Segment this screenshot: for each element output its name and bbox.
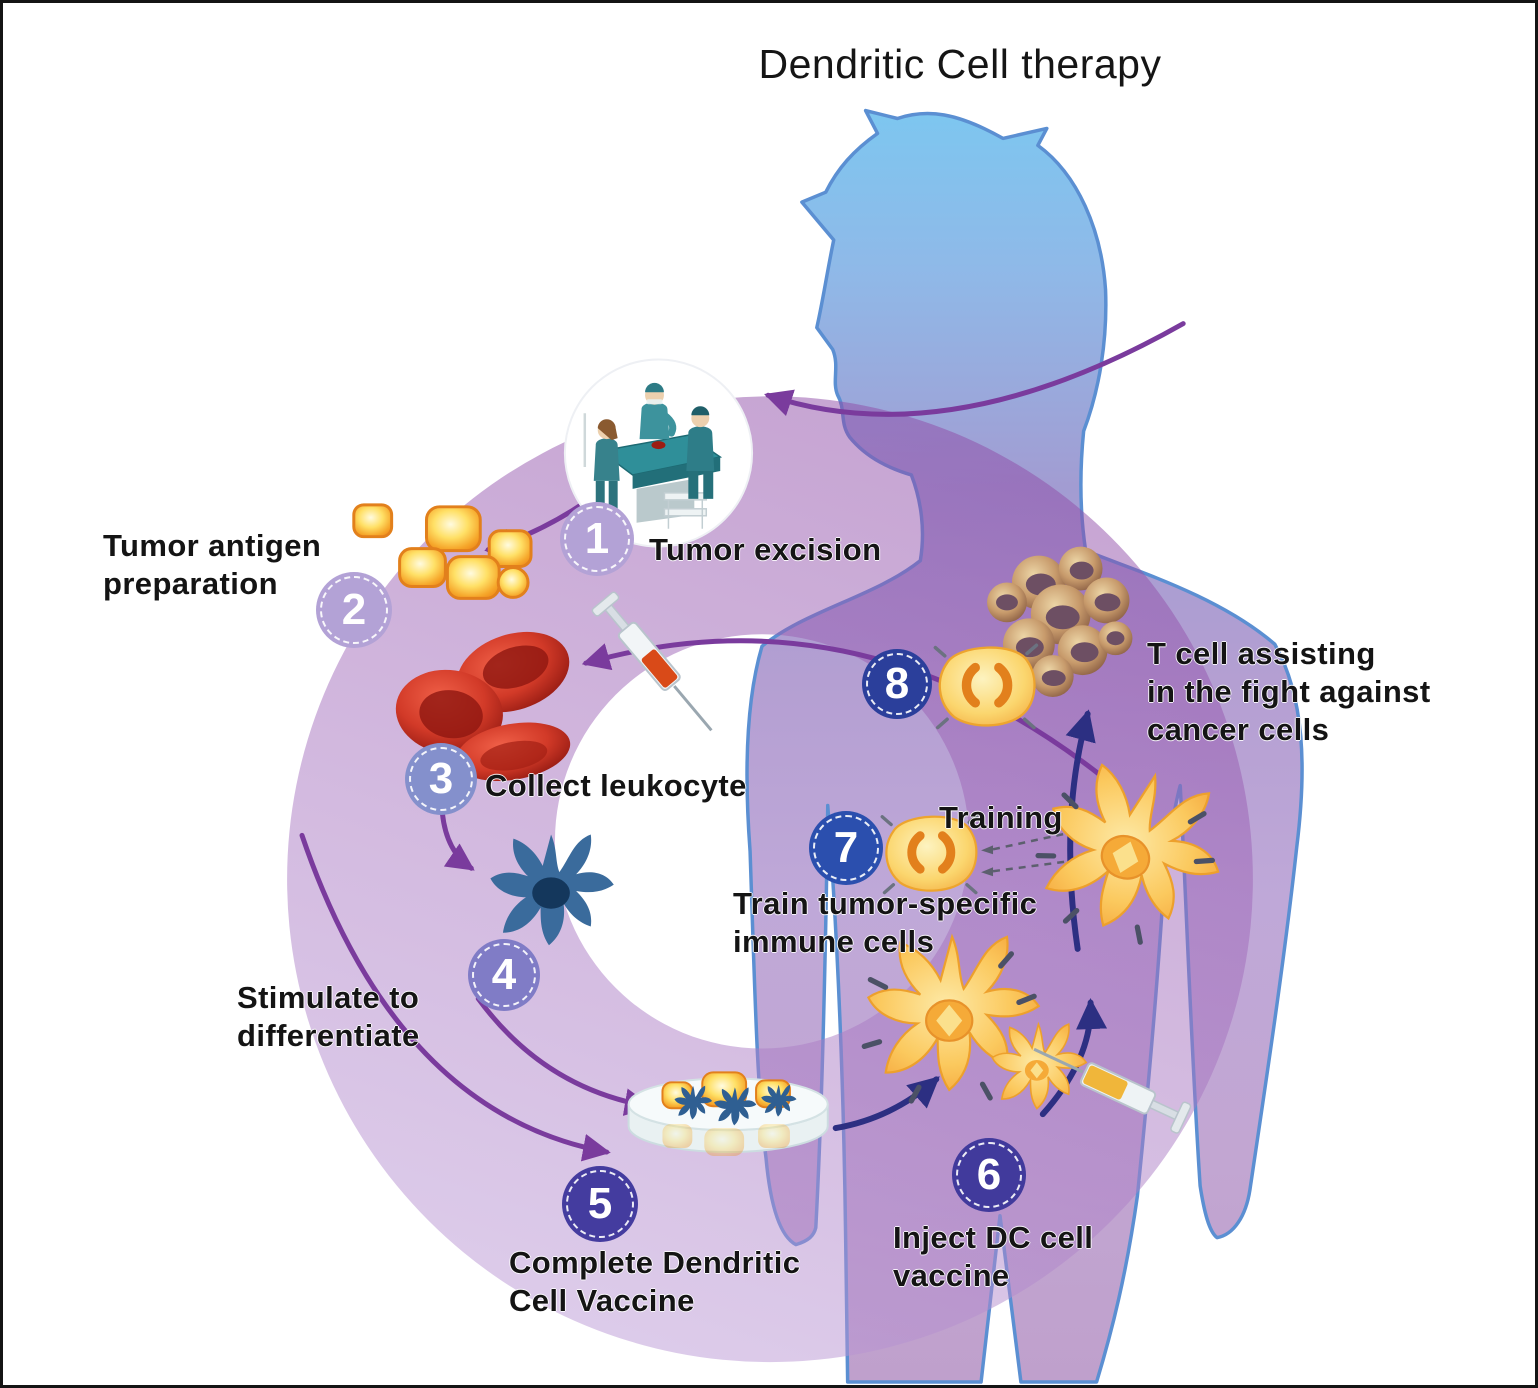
step-5-badge: 5 [562, 1166, 638, 1242]
step-2-badge: 2 [316, 572, 392, 648]
cancer-cell [1058, 546, 1103, 591]
training-line-tips [981, 845, 994, 877]
tumor-antigen-cells-icon [352, 503, 533, 600]
petri-dish-icon [627, 1071, 829, 1156]
step-5-label: Complete Dendritic Cell Vaccine [509, 1245, 801, 1318]
cancer-cell [1098, 621, 1133, 656]
nurse-figure-left [593, 419, 620, 511]
trained-dendritic-cell-icon [1021, 747, 1242, 961]
arrow-step3-to-step4 [439, 810, 475, 871]
yellow-dendritic-cell-small-icon [991, 1023, 1088, 1110]
nurse-figure-right [686, 406, 715, 499]
step-5-number: 5 [587, 1179, 613, 1228]
step-8-number: 8 [884, 659, 910, 708]
arrow-body-to-step3 [581, 638, 1107, 781]
arrow-step5-to-step6 [832, 1076, 940, 1132]
step-1-label: Tumor excision [649, 532, 882, 567]
step-1-number: 1 [584, 514, 610, 563]
surgeon-figure [639, 382, 677, 440]
step-6-badge: 6 [952, 1138, 1026, 1212]
arrow-body-to-step1 [764, 321, 1186, 417]
step-7-badge: 7 [809, 811, 883, 885]
step-4-number: 4 [491, 950, 517, 999]
step-8-badge: 8 [862, 649, 932, 719]
step-7-number: 7 [833, 823, 859, 872]
red-blood-cells-icon [395, 631, 571, 781]
cancer-cell [1031, 655, 1074, 697]
step-6-number: 6 [976, 1150, 1002, 1199]
step-3-label: Collect leukocyte [485, 768, 747, 803]
step-4-label: Stimulate to differentiate [237, 980, 420, 1053]
step-7-label: Train tumor-specific immune cells [733, 886, 1038, 959]
cancer-cell [1083, 577, 1130, 624]
arrow-step4-to-step5-outer [299, 832, 611, 1162]
training-label: Training [939, 800, 1063, 835]
step-3-badge: 3 [405, 743, 477, 815]
arrow-step4-to-step5-inner [475, 996, 653, 1116]
step-8-label: T cell assisting in the fight against ca… [1147, 636, 1431, 747]
blue-dendritic-cell-icon [490, 834, 614, 946]
vaccine-syringe-icon [1033, 1047, 1192, 1134]
illustration-canvas [287, 108, 1304, 1384]
cancer-cell [1057, 625, 1108, 676]
step-2-label: Tumor antigen preparation [103, 528, 322, 601]
step-3-number: 3 [428, 754, 454, 803]
step-4-badge: 4 [468, 939, 540, 1011]
diagram-title: Dendritic Cell therapy [758, 41, 1162, 87]
surgery-icon [563, 358, 754, 548]
blood-syringe-icon [591, 591, 713, 732]
cancer-cell [987, 582, 1027, 623]
yellow-dendritic-cell-large-icon [864, 935, 1040, 1101]
step-1-badge: 1 [560, 502, 634, 576]
step-6-label: Inject DC cell vaccine [893, 1220, 1094, 1293]
